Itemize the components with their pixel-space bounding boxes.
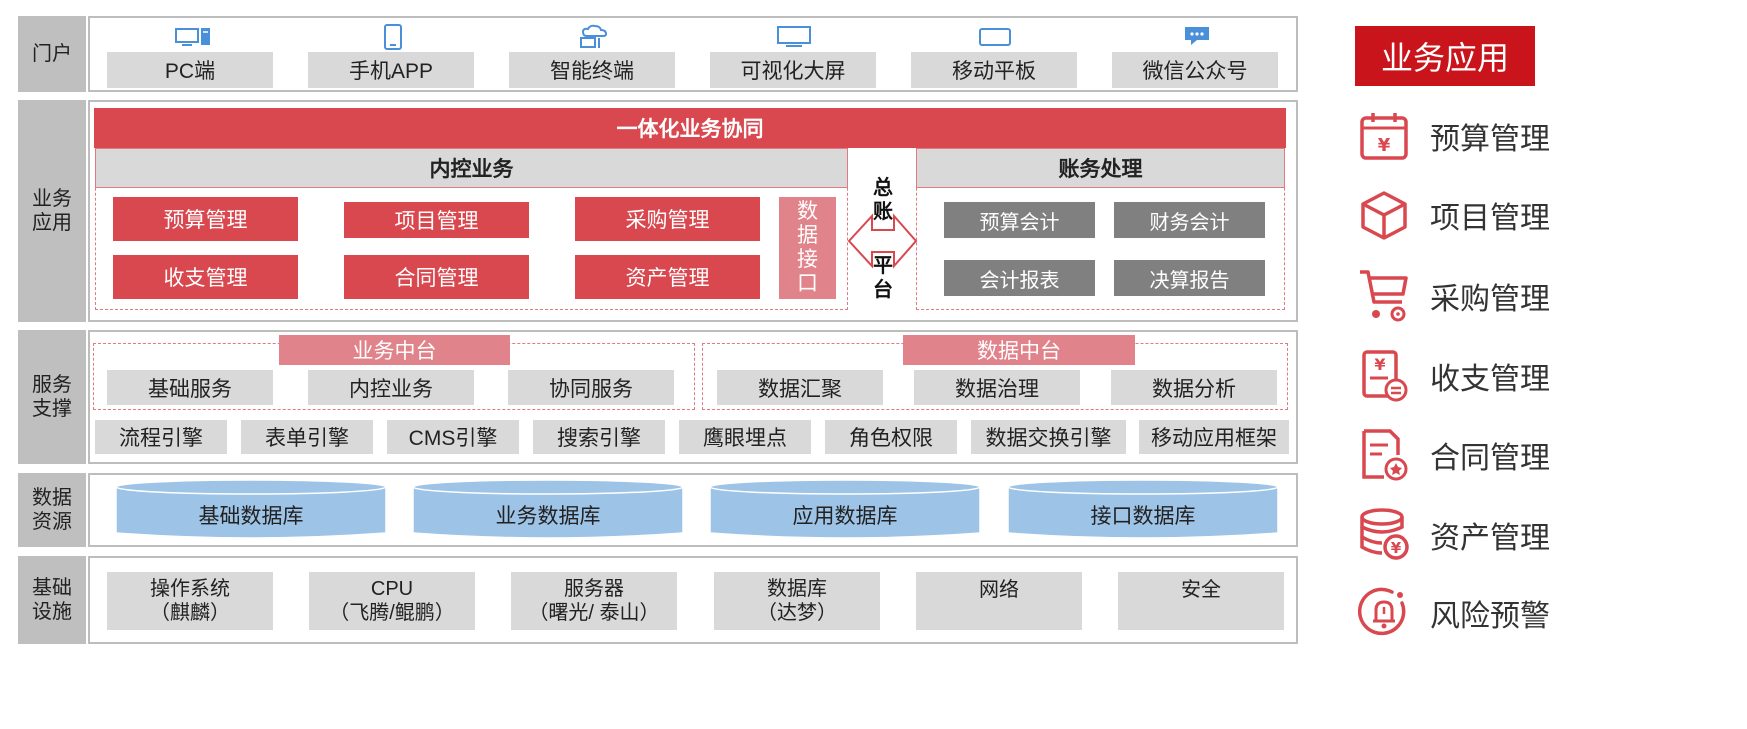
row-label-business: 业务 应用 bbox=[18, 100, 86, 322]
tablet-icon bbox=[979, 28, 1011, 46]
service-item-analysis: 数据分析 bbox=[1111, 370, 1277, 405]
ledger-label-bottom: 平 台 bbox=[873, 255, 893, 301]
shopping-cart-icon bbox=[1360, 270, 1408, 322]
sidebar-title: 业务应用 bbox=[1355, 26, 1535, 86]
mobile-phone-icon bbox=[384, 24, 402, 50]
calendar-yuan-icon: ¥ bbox=[1360, 113, 1408, 160]
sidebar-item-label: 风险预警 bbox=[1430, 600, 1550, 633]
accounting-title: 账务处理 bbox=[916, 148, 1285, 188]
db-application: 应用数据库 bbox=[792, 505, 898, 528]
svg-text:¥: ¥ bbox=[1391, 539, 1402, 557]
coin-stack-icon: ¥ bbox=[1360, 508, 1409, 560]
db-business: 业务数据库 bbox=[495, 505, 601, 528]
sidebar-item-risk: 风险预警 bbox=[1358, 585, 1550, 641]
engine-mobile-framework: 移动应用框架 bbox=[1139, 420, 1289, 454]
service-item-basic: 基础服务 bbox=[107, 370, 273, 405]
biz-item-project: 项目管理 bbox=[344, 202, 529, 238]
cloud-terminal-icon bbox=[580, 24, 608, 48]
biz-middle-title: 业务中台 bbox=[279, 335, 510, 365]
biz-item-revenue: 收支管理 bbox=[113, 255, 298, 299]
row-label-portal: 门户 bbox=[18, 16, 86, 92]
engine-workflow: 流程引擎 bbox=[95, 420, 227, 454]
biz-item-budget: 预算管理 bbox=[113, 197, 298, 241]
service-item-governance: 数据治理 bbox=[914, 370, 1080, 405]
service-item-collab: 协同服务 bbox=[508, 370, 674, 405]
acc-item-budget-accounting: 预算会计 bbox=[944, 202, 1095, 238]
alarm-bell-icon bbox=[1358, 587, 1406, 636]
sidebar-item-revenue: ¥ 收支管理 bbox=[1358, 348, 1550, 404]
engine-cms: CMS引擎 bbox=[387, 420, 519, 454]
internal-control-title: 内控业务 bbox=[95, 148, 848, 188]
engine-data-exchange: 数据交换引擎 bbox=[971, 420, 1126, 454]
portal-item-wechat: 微信公众号 bbox=[1112, 52, 1278, 88]
portal-item-pc: PC端 bbox=[107, 52, 273, 88]
infra-network: 网络 bbox=[916, 572, 1082, 630]
db-basic: 基础数据库 bbox=[198, 505, 304, 528]
infra-panel bbox=[88, 556, 1298, 644]
sidebar-item-label: 采购管理 bbox=[1430, 283, 1550, 316]
cube-icon bbox=[1361, 191, 1407, 240]
service-item-internal: 内控业务 bbox=[308, 370, 474, 405]
acc-item-financial-accounting: 财务会计 bbox=[1114, 202, 1265, 238]
biz-item-procurement: 采购管理 bbox=[575, 197, 760, 241]
acc-item-reports: 会计报表 bbox=[944, 260, 1095, 296]
engine-search: 搜索引擎 bbox=[533, 420, 665, 454]
infra-database: 数据库 （达梦） bbox=[714, 572, 880, 630]
portal-item-app: 手机APP bbox=[308, 52, 474, 88]
infra-os: 操作系统 （麒麟） bbox=[107, 572, 273, 630]
infra-cpu: CPU （飞腾/鲲鹏） bbox=[309, 572, 475, 630]
sidebar-item-label: 资产管理 bbox=[1430, 522, 1550, 555]
portal-panel bbox=[88, 16, 1298, 92]
sidebar-item-label: 收支管理 bbox=[1430, 363, 1550, 396]
contract-document-icon bbox=[1362, 429, 1408, 481]
yuan-document-icon: ¥ bbox=[1362, 350, 1408, 402]
svg-text:¥: ¥ bbox=[1378, 135, 1391, 156]
sidebar-item-label: 项目管理 bbox=[1430, 202, 1550, 235]
sidebar-item-contract: 合同管理 bbox=[1358, 427, 1550, 483]
ledger-label-top: 总 账 bbox=[873, 177, 893, 223]
infra-security: 安全 bbox=[1118, 572, 1284, 630]
integration-banner: 一体化业务协同 bbox=[94, 108, 1286, 148]
sidebar-item-asset: ¥ 资产管理 bbox=[1358, 507, 1550, 563]
row-label-data: 数据 资源 bbox=[18, 473, 86, 547]
biz-item-contract: 合同管理 bbox=[344, 255, 529, 299]
row-label-service: 服务 支撑 bbox=[18, 330, 86, 464]
sidebar-item-budget: ¥ 预算管理 bbox=[1358, 108, 1550, 164]
service-item-aggregation: 数据汇聚 bbox=[717, 370, 883, 405]
sidebar-item-project: 项目管理 bbox=[1358, 187, 1550, 243]
engine-tracking: 鹰眼埋点 bbox=[679, 420, 811, 454]
biz-item-asset: 资产管理 bbox=[575, 255, 760, 299]
row-label-infra: 基础 设施 bbox=[18, 556, 86, 644]
sidebar-item-label: 预算管理 bbox=[1430, 123, 1550, 156]
database-cylinders bbox=[115, 479, 1279, 539]
data-middle-title: 数据中台 bbox=[903, 335, 1135, 365]
portal-item-tablet: 移动平板 bbox=[911, 52, 1077, 88]
acc-item-final-report: 决算报告 bbox=[1114, 260, 1265, 296]
portal-item-screen: 可视化大屏 bbox=[710, 52, 876, 88]
sidebar-item-procurement: 采购管理 bbox=[1358, 268, 1550, 324]
chat-bubble-icon bbox=[1185, 27, 1209, 45]
data-interface-box: 数 据 接 口 bbox=[779, 197, 836, 299]
engine-form: 表单引擎 bbox=[241, 420, 373, 454]
db-interface: 接口数据库 bbox=[1090, 505, 1196, 528]
large-screen-icon bbox=[777, 26, 811, 47]
sidebar-item-label: 合同管理 bbox=[1430, 442, 1550, 475]
svg-text:¥: ¥ bbox=[1374, 355, 1385, 374]
portal-item-terminal: 智能终端 bbox=[509, 52, 675, 88]
engine-permissions: 角色权限 bbox=[825, 420, 957, 454]
infra-server: 服务器 （曙光/ 泰山） bbox=[511, 572, 677, 630]
desktop-icon bbox=[175, 28, 210, 46]
